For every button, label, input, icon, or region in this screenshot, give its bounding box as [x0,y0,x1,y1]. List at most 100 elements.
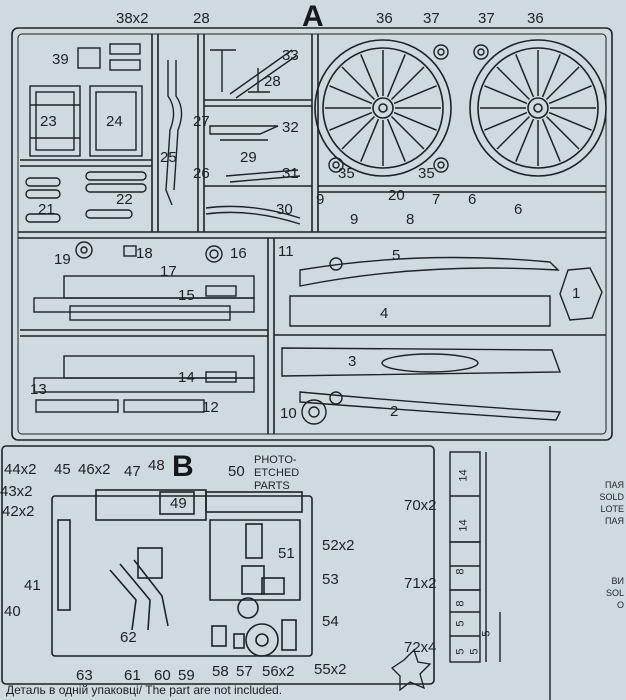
sprue-a-part-label: 29 [240,149,257,166]
sprue-a-part-label: 36 [376,10,393,27]
sprue-b-part-label: 55x2 [314,661,347,678]
wheel-spoke [541,118,561,162]
sprue-b-frame [1,445,435,685]
sprue-a-part-label: 19 [54,251,71,268]
sprue-a-part-label: 15 [178,287,195,304]
wheel-spoke [393,111,437,131]
sprue-a-part-label: 4 [380,305,389,322]
ruler-dimension: 14 [457,469,470,482]
sprue-a-part-label: 30 [276,201,293,218]
sprue-b-part-label: 59 [178,667,195,684]
wheel-spoke [329,85,373,105]
sprue-a-part-label: 20 [388,187,405,204]
sprue-a-part-label: 26 [193,165,210,182]
sprue-a-part-label: 39 [52,51,69,68]
wheel-spoke [390,66,425,101]
wheel-spoke [341,66,376,101]
sprue-a-part-label: 24 [106,113,123,130]
wheel-spoke [545,66,580,101]
sprue-a-part-label: 8 [406,211,415,228]
sprue-a-part-label: 25 [160,149,177,166]
sprue-b-part-label: 40 [4,603,21,620]
sprue-b-part-label: 48 [148,457,165,474]
wheel-spoke [545,115,580,150]
sprue-b-title: B [172,450,194,483]
ruler-dimension: 5 [454,648,467,655]
sprue-a-part-label: 28 [193,10,210,27]
wheel-spoke [329,111,373,131]
sprue-a-part-label: 31 [282,165,299,182]
sprue-b-part-label: 63 [76,667,93,684]
wheel-spoke [548,85,592,105]
sprue-a-part-label: 35 [338,165,355,182]
wheel-right [469,39,607,177]
sprue-b-part-label: 61 [124,667,141,684]
ruler-dimension: 5 [480,630,493,637]
right-note: О [616,600,624,610]
wheel-spoke [360,118,380,162]
sprue-a-part-label: 37 [423,10,440,27]
wheel-spoke [484,111,528,131]
sprue-a-part-label: 21 [38,201,55,218]
sprue-a-part-label: 33 [282,47,299,64]
sprue-b-part-label: 60 [154,667,171,684]
sprue-a-frame [11,27,613,441]
sprue-b-part-label: 45 [54,461,71,478]
sprue-b-part-label: 58 [212,663,229,680]
sprue-a-part-label: 12 [202,399,219,416]
ruler-dimension: 5 [454,620,467,627]
sprue-a-part-label: 9 [316,191,325,208]
ruler-part-label: 70x2 [404,497,437,514]
right-note: SOLD [599,492,624,502]
sprue-a-part-label: 7 [432,191,441,208]
sprue-b-part-label: 51 [278,545,295,562]
sprue-a-part-label: 17 [160,263,177,280]
sprue-a-part-label: 10 [280,405,297,422]
sprue-a-part-label: 1 [572,285,581,302]
sprue-b-part-label: 46x2 [78,461,111,478]
ruler-part-label: 71x2 [404,575,437,592]
ruler-part-label: 72x4 [404,639,437,656]
wheel-spoke [341,115,376,150]
sprue-b-part-label: 50 [228,463,245,480]
sprue-b-part-label: 44x2 [4,461,37,478]
photo-etched-label: PHOTO-ETCHED PARTS [254,454,300,492]
ruler-dimension: 5 [468,648,481,655]
wheel-spoke [386,118,406,162]
wheel-spoke [515,118,535,162]
sprue-b-part-label: 41 [24,577,41,594]
sprue-a-part-label: 27 [193,113,210,130]
wheel-spoke [484,85,528,105]
caption: Деталь в одній упаковці/ The part are no… [6,683,283,697]
sprue-a-part-label: 35 [418,165,435,182]
sprue-a-part-label: 32 [282,119,299,136]
wheel-spoke [496,115,531,150]
sprue-a-part-label: 6 [514,201,523,218]
wheel-spoke [496,66,531,101]
wheel-spoke [360,54,380,98]
ruler-dimension: 8 [454,600,467,607]
sprue-a-part-label: 2 [390,403,399,420]
sprue-b-part-label: 57 [236,663,253,680]
wheel-spoke [548,111,592,131]
sprue-a-part-label: 36 [527,10,544,27]
sprue-a-part-label: 37 [478,10,495,27]
sprue-a-part-label: 6 [468,191,477,208]
sprue-a-part-label: 23 [40,113,57,130]
ruler-dimension: 8 [454,568,467,575]
wheel-spoke [515,54,535,98]
ruler-dimension: 14 [457,519,470,532]
sprue-b-part-label: 54 [322,613,339,630]
wheel-spoke [386,54,406,98]
sprue-b-part-label: 43x2 [0,483,33,500]
sprue-b-part-label: 49 [170,495,187,512]
right-note: SOL [605,588,624,598]
sprue-a-part-label: 38x2 [116,10,149,27]
sprue-b-part-label: 53 [322,571,339,588]
wheel-spoke [541,54,561,98]
sprue-b-part-label: 47 [124,463,141,480]
sprue-b-part-label: 56x2 [262,663,295,680]
sprue-a-part-label: 5 [392,247,401,264]
